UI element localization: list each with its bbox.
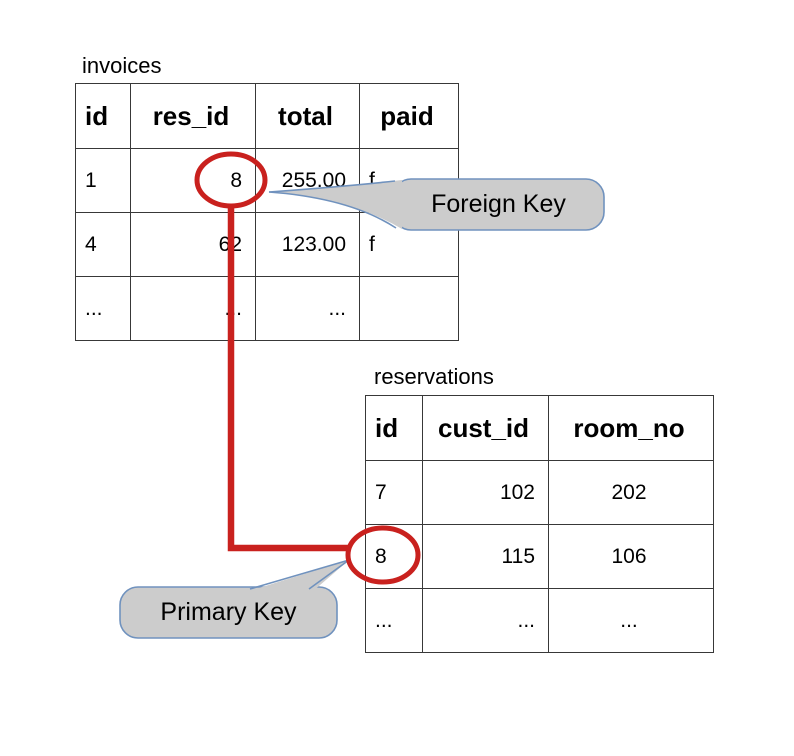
table-cell: 255.00 [255, 148, 360, 213]
reservations-header-row: id cust_id room_no [365, 395, 714, 461]
table-cell: 106 [548, 524, 714, 589]
table-cell: 4 [75, 212, 131, 277]
table-row: 1 8 255.00 f [75, 148, 459, 213]
table-cell: 1 [75, 148, 131, 213]
table-cell: ... [548, 588, 714, 653]
table-row: 4 62 123.00 f [75, 212, 459, 277]
table-row: 7 102 202 [365, 460, 714, 525]
primary-key-callout-tail [246, 560, 349, 592]
table-cell: 7 [365, 460, 423, 525]
primary-key-tail-edge [308, 559, 350, 590]
table-cell-foreign-key-value: 8 [130, 148, 256, 213]
table-cell: f [359, 212, 459, 277]
table-cell: 62 [130, 212, 256, 277]
table-cell: 202 [548, 460, 714, 525]
column-header-res-id: res_id [130, 83, 256, 149]
table-cell-primary-key-value: 8 [365, 524, 423, 589]
table-row-ellipsis: ... ... ... [75, 276, 459, 341]
column-header-paid: paid [359, 83, 459, 149]
table-cell: ... [130, 276, 256, 341]
primary-key-tail-edge [249, 559, 350, 590]
reservations-table-title: reservations [374, 364, 494, 389]
table-cell [359, 276, 459, 341]
reservations-table: id cust_id room_no 7 102 202 8 115 106 .… [365, 395, 714, 653]
table-row: 8 115 106 [365, 524, 714, 589]
invoices-table: id res_id total paid 1 8 255.00 f 4 62 1… [75, 83, 459, 341]
primary-key-label: Primary Key [160, 598, 297, 626]
table-row-ellipsis: ... ... ... [365, 588, 714, 653]
column-header-id: id [75, 83, 131, 149]
column-header-id: id [365, 395, 423, 461]
column-header-cust-id: cust_id [422, 395, 549, 461]
column-header-total: total [255, 83, 360, 149]
primary-key-bubble [119, 586, 338, 639]
invoices-header-row: id res_id total paid [75, 83, 459, 149]
table-cell: f [359, 148, 459, 213]
table-cell: ... [422, 588, 549, 653]
table-cell: 115 [422, 524, 549, 589]
table-cell: 123.00 [255, 212, 360, 277]
table-cell: 102 [422, 460, 549, 525]
invoices-table-title: invoices [82, 53, 162, 78]
column-header-room-no: room_no [548, 395, 714, 461]
primary-key-callout [119, 559, 350, 639]
table-cell: ... [255, 276, 360, 341]
table-cell: ... [75, 276, 131, 341]
table-cell: ... [365, 588, 423, 653]
